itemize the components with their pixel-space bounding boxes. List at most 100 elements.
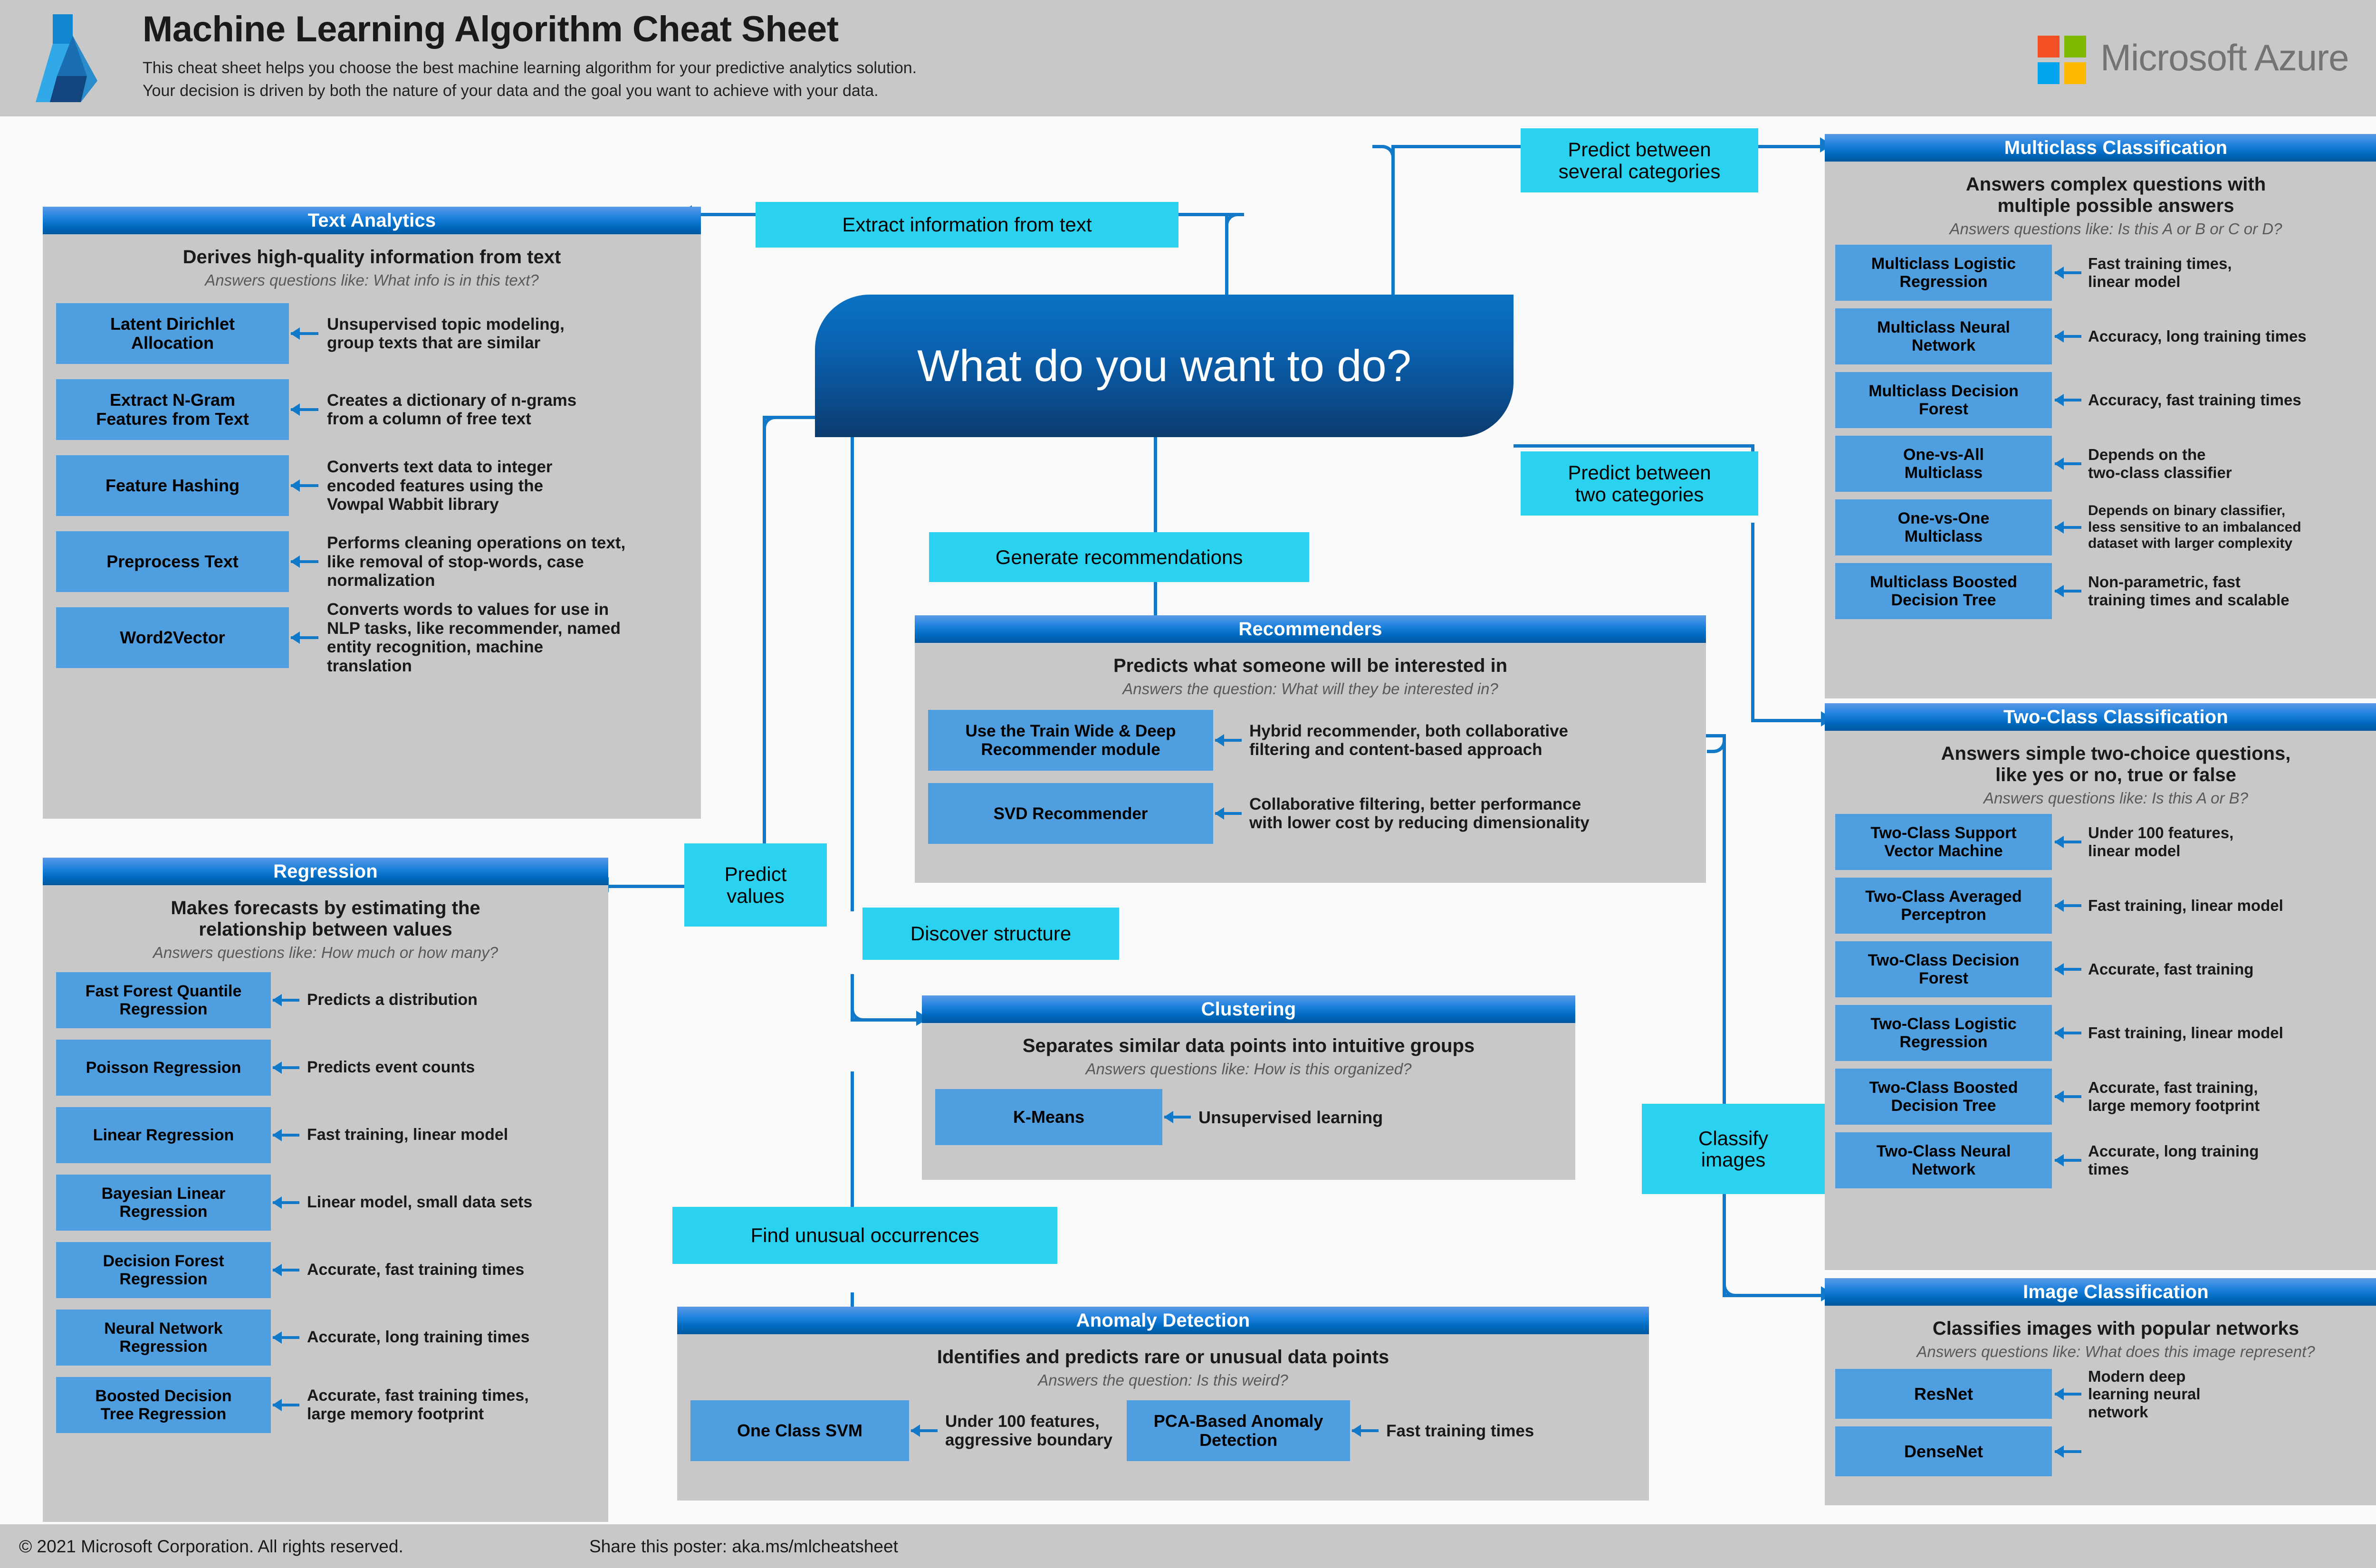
algorithm-note: Accurate, fast training times	[307, 1261, 525, 1279]
algorithm-box[interactable]: Two-Class Neural Network	[1835, 1132, 2052, 1188]
chip-find-unusual-occurrences[interactable]: Find unusual occurrences	[672, 1207, 1057, 1264]
algorithm-row: Bayesian Linear Regression Linear model,…	[56, 1174, 608, 1231]
panel-title-anomaly-detection: Anomaly Detection	[677, 1307, 1649, 1334]
panel-question: Answers questions like: Is this A or B o…	[1949, 220, 2282, 238]
panel-title-clustering: Clustering	[922, 995, 1575, 1023]
algorithm-box[interactable]: SVD Recommender	[928, 783, 1213, 844]
chip-predict-values[interactable]: Predict values	[684, 843, 827, 927]
algorithm-box[interactable]: Extract N-Gram Features from Text	[56, 379, 289, 440]
algorithm-box[interactable]: Linear Regression	[56, 1107, 271, 1163]
panel-description: Classifies images with popular networks	[1932, 1318, 2299, 1339]
algorithm-box[interactable]: Two-Class Boosted Decision Tree	[1835, 1068, 2052, 1125]
algorithm-box[interactable]: Feature Hashing	[56, 455, 289, 516]
algorithm-row: Decision Forest Regression Accurate, fas…	[56, 1242, 608, 1298]
algorithm-box[interactable]: K-Means	[935, 1089, 1162, 1146]
share-link-text[interactable]: Share this poster: aka.ms/mlcheatsheet	[589, 1537, 898, 1556]
algorithm-box[interactable]: Use the Train Wide & Deep Recommender mo…	[928, 710, 1213, 771]
algorithm-box[interactable]: Two-Class Support Vector Machine	[1835, 813, 2052, 870]
azure-logo-icon	[36, 14, 97, 102]
algorithm-row: Multiclass Boosted Decision Tree Non-par…	[1835, 563, 2376, 619]
algorithm-box[interactable]: One-vs-One Multiclass	[1835, 499, 2052, 555]
central-question-hub: What do you want to do?	[815, 295, 1514, 437]
algorithm-row: Linear Regression Fast training, linear …	[56, 1107, 608, 1163]
algorithm-row: Poisson Regression Predicts event counts	[56, 1039, 608, 1096]
algorithm-box[interactable]: Poisson Regression	[56, 1039, 271, 1096]
algorithm-row: DenseNet	[1835, 1426, 2376, 1477]
algorithm-box[interactable]: Multiclass Neural Network	[1835, 308, 2052, 364]
algorithm-note: Accuracy, long training times	[2088, 327, 2307, 345]
algorithm-box[interactable]: ResNet	[1835, 1369, 2052, 1419]
algorithm-note: Under 100 features, linear model	[2088, 824, 2234, 860]
algorithm-note: Creates a dictionary of n-grams from a c…	[327, 391, 577, 429]
algorithm-note: Fast training, linear model	[307, 1126, 508, 1144]
algorithm-row: Latent Dirichlet Allocation Unsupervised…	[56, 303, 701, 364]
algorithm-note: Converts words to values for use in NLP …	[327, 600, 621, 676]
chip-generate-recommendations[interactable]: Generate recommendations	[929, 532, 1309, 582]
panel-two-class-classification: Two-Class Classification Answers simple …	[1825, 703, 2376, 1270]
chip-discover-structure[interactable]: Discover structure	[862, 908, 1119, 960]
algorithm-box[interactable]: Preprocess Text	[56, 531, 289, 593]
algorithm-box[interactable]: DenseNet	[1835, 1426, 2052, 1477]
algorithm-note: Fast training times, linear model	[2088, 255, 2232, 290]
algorithm-row: Two-Class Decision Forest Accurate, fast…	[1835, 941, 2376, 997]
algorithm-box[interactable]: Two-Class Logistic Regression	[1835, 1004, 2052, 1061]
panel-question: Answers questions like: Is this A or B?	[1983, 789, 2248, 807]
chip-classify-images[interactable]: Classify images	[1642, 1104, 1825, 1194]
chip-extract-information-from-text[interactable]: Extract information from text	[756, 202, 1178, 248]
copyright-text: © 2021 Microsoft Corporation. All rights…	[19, 1537, 403, 1556]
algorithm-note: Accurate, long training times	[2088, 1142, 2259, 1178]
algorithm-row: Two-Class Averaged Perceptron Fast train…	[1835, 877, 2376, 934]
algorithm-note: Accurate, fast training	[2088, 960, 2254, 978]
algorithm-row: Two-Class Logistic Regression Fast train…	[1835, 1004, 2376, 1061]
panel-description: Makes forecasts by estimating the relati…	[171, 898, 480, 940]
page-footer: © 2021 Microsoft Corporation. All rights…	[0, 1524, 2376, 1568]
algorithm-note: Depends on the two-class classifier	[2088, 446, 2232, 481]
algorithm-box[interactable]: Neural Network Regression	[56, 1309, 271, 1366]
algorithm-box[interactable]: Boosted Decision Tree Regression	[56, 1377, 271, 1433]
algorithm-note: Hybrid recommender, both collaborative f…	[1249, 721, 1568, 759]
algorithm-note: Accurate, fast training times, large mem…	[307, 1386, 529, 1423]
algorithm-box[interactable]: Fast Forest Quantile Regression	[56, 972, 271, 1028]
chip-predict-between-several-categories[interactable]: Predict between several categories	[1521, 128, 1758, 192]
algorithm-note: Performs cleaning operations on text, li…	[327, 533, 626, 590]
algorithm-box[interactable]: PCA-Based Anomaly Detection	[1127, 1400, 1351, 1462]
panel-question: Answers questions like: How much or how …	[153, 944, 498, 962]
algorithm-note: Depends on binary classifier, less sensi…	[2088, 503, 2301, 551]
panel-question: Answers questions like: What info is in …	[205, 271, 539, 289]
algorithm-box[interactable]: Two-Class Averaged Perceptron	[1835, 877, 2052, 934]
algorithm-box[interactable]: Two-Class Decision Forest	[1835, 941, 2052, 997]
algorithm-note: Accuracy, fast training times	[2088, 391, 2301, 409]
algorithm-row: Word2Vector Converts words to values for…	[56, 600, 701, 675]
algorithm-box[interactable]: Multiclass Boosted Decision Tree	[1835, 563, 2052, 619]
algorithm-row: One Class SVM Under 100 features, aggres…	[690, 1400, 1649, 1462]
algorithm-note: Modern deep learning neural network	[2088, 1367, 2201, 1421]
algorithm-note: Accurate, long training times	[307, 1328, 530, 1347]
panel-title-image-classification: Image Classification	[1825, 1278, 2376, 1306]
algorithm-box[interactable]: Multiclass Logistic Regression	[1835, 244, 2052, 301]
algorithm-box[interactable]: Decision Forest Regression	[56, 1242, 271, 1298]
panel-text-analytics: Text Analytics Derives high-quality info…	[43, 207, 701, 819]
panel-description: Separates similar data points into intui…	[1022, 1035, 1475, 1056]
panel-anomaly-detection: Anomaly Detection Identifies and predict…	[677, 1307, 1649, 1501]
algorithm-row: ResNet Modern deep learning neural netwo…	[1835, 1367, 2376, 1421]
algorithm-box[interactable]: Multiclass Decision Forest	[1835, 372, 2052, 428]
algorithm-row: Multiclass Logistic Regression Fast trai…	[1835, 244, 2376, 301]
algorithm-note: Fast training, linear model	[2088, 896, 2283, 914]
algorithm-box[interactable]: Latent Dirichlet Allocation	[56, 303, 289, 364]
algorithm-note: Fast training times	[1386, 1421, 1534, 1440]
algorithm-box[interactable]: Bayesian Linear Regression	[56, 1174, 271, 1231]
panel-question: Answers the question: What will they be …	[1122, 680, 1498, 698]
algorithm-row: Two-Class Boosted Decision Tree Accurate…	[1835, 1068, 2376, 1125]
algorithm-note: Unsupervised topic modeling, group texts…	[327, 315, 565, 353]
algorithm-row: K-Means Unsupervised learning	[935, 1089, 1575, 1146]
chip-predict-between-two-categories[interactable]: Predict between two categories	[1521, 451, 1758, 516]
panel-title-multiclass-classification: Multiclass Classification	[1825, 134, 2376, 162]
algorithm-row: Use the Train Wide & Deep Recommender mo…	[928, 710, 1706, 771]
algorithm-box[interactable]: Word2Vector	[56, 607, 289, 669]
algorithm-row: Two-Class Support Vector Machine Under 1…	[1835, 813, 2376, 870]
algorithm-box[interactable]: One-vs-All Multiclass	[1835, 435, 2052, 492]
algorithm-box[interactable]: One Class SVM	[690, 1400, 909, 1462]
algorithm-note: Accurate, fast training, large memory fo…	[2088, 1079, 2260, 1114]
brand-label: Microsoft Azure	[2100, 37, 2349, 78]
algorithm-row: Neural Network Regression Accurate, long…	[56, 1309, 608, 1366]
